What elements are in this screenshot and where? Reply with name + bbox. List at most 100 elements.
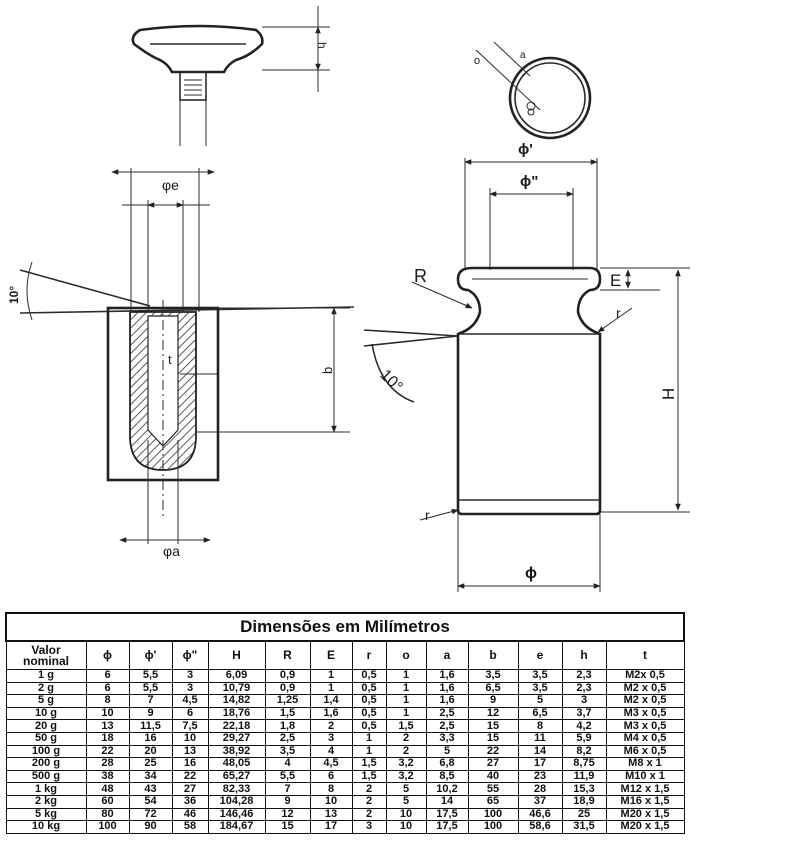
column-header: ϕ bbox=[85, 640, 130, 670]
table-cell: 1 bbox=[385, 681, 427, 696]
table-cell: 1 bbox=[309, 681, 353, 696]
table-cell: M2x 0,5 bbox=[605, 669, 685, 683]
table-cell: 4,5 bbox=[171, 694, 209, 708]
table-cell: 36 bbox=[171, 794, 209, 809]
column-header: ϕ' bbox=[128, 640, 173, 670]
table-cell: 8 bbox=[517, 719, 563, 733]
r-bottom-label: r bbox=[425, 507, 430, 523]
table-cell: 25 bbox=[128, 757, 173, 771]
table-cell: 6 bbox=[85, 681, 130, 696]
table-cell: 500 g bbox=[5, 769, 87, 784]
table-cell: 34 bbox=[128, 769, 173, 784]
table-cell: 5 bbox=[517, 694, 563, 708]
table-cell: 15 bbox=[467, 719, 519, 733]
table-cell: 200 g bbox=[5, 757, 87, 771]
column-header: R bbox=[264, 640, 311, 670]
column-header: ϕ" bbox=[171, 640, 209, 670]
table-cell: 65 bbox=[467, 794, 519, 809]
a-small-label: a bbox=[520, 50, 526, 61]
table-cell: 1 bbox=[351, 731, 387, 746]
table-cell: M6 x 0,5 bbox=[605, 744, 685, 759]
table-cell: M3 x 0,5 bbox=[605, 719, 685, 733]
knob-view: h bbox=[131, 6, 330, 146]
table-cell: 55 bbox=[467, 782, 519, 796]
table-cell: 3,3 bbox=[425, 731, 469, 746]
table-cell: 6,09 bbox=[207, 669, 266, 683]
table-cell: M16 x 1,5 bbox=[605, 794, 685, 809]
table-cell: 8 bbox=[309, 782, 353, 796]
table-cell: 14,82 bbox=[207, 694, 266, 708]
table-cell: 100 bbox=[467, 807, 519, 822]
table-cell: 31,5 bbox=[561, 820, 607, 834]
weight-profile-view: ϕ' ϕ" R E r H 10° r bbox=[363, 141, 690, 592]
table-cell: 60 bbox=[85, 794, 130, 809]
table-cell: 22,18 bbox=[207, 719, 266, 733]
table-cell: 1 bbox=[309, 669, 353, 683]
t-label: t bbox=[168, 352, 172, 367]
column-header: t bbox=[605, 640, 685, 670]
table-cell: 3 bbox=[171, 669, 209, 683]
table-cell: 0,9 bbox=[264, 669, 311, 683]
table-cell: 100 g bbox=[5, 744, 87, 759]
table-cell: 46 bbox=[171, 807, 209, 822]
h-label: h bbox=[315, 42, 329, 49]
table-cell: 1,6 bbox=[425, 694, 469, 708]
table-cell: 1,6 bbox=[425, 669, 469, 683]
table-cell: 5 g bbox=[5, 694, 87, 708]
table-cell: 5,5 bbox=[128, 681, 173, 696]
table-cell: 27 bbox=[467, 757, 519, 771]
table-cell: 0,5 bbox=[351, 719, 387, 733]
column-header: h bbox=[561, 640, 607, 670]
table-cell: 22 bbox=[171, 769, 209, 784]
table-cell: 13 bbox=[171, 744, 209, 759]
table-cell: 2 bbox=[385, 731, 427, 746]
table-cell: 18,76 bbox=[207, 706, 266, 721]
table-cell: 20 g bbox=[5, 719, 87, 733]
table-cell: 65,27 bbox=[207, 769, 266, 784]
column-header: e bbox=[517, 640, 563, 670]
table-cell: 46,6 bbox=[517, 807, 563, 822]
table-cell: M2 x 0,5 bbox=[605, 681, 685, 696]
table-cell: 100 bbox=[467, 820, 519, 834]
table-cell: 22 bbox=[85, 744, 130, 759]
table-cell: 11 bbox=[517, 731, 563, 746]
table-cell: 2 kg bbox=[5, 794, 87, 809]
table-cell: 2,3 bbox=[561, 669, 607, 683]
table-cell: 13 bbox=[309, 807, 353, 822]
table-cell: 17,5 bbox=[425, 807, 469, 822]
table-cell: 2,3 bbox=[561, 681, 607, 696]
table-cell: 8 bbox=[85, 694, 130, 708]
table-cell: 5 bbox=[425, 744, 469, 759]
table-cell: 2 bbox=[351, 782, 387, 796]
table-cell: 2,5 bbox=[425, 706, 469, 721]
table-title: Dimensões em Milímetros bbox=[5, 612, 685, 642]
column-header: H bbox=[207, 640, 266, 670]
table-cell: 2 bbox=[309, 719, 353, 733]
table-cell: 6 bbox=[85, 669, 130, 683]
table-cell: 4,2 bbox=[561, 719, 607, 733]
table-cell: 16 bbox=[128, 731, 173, 746]
H-label: H bbox=[659, 388, 678, 400]
table-cell: 38 bbox=[85, 769, 130, 784]
table-cell: M10 x 1 bbox=[605, 769, 685, 784]
table-cell: 8,2 bbox=[561, 744, 607, 759]
table-cell: 6,8 bbox=[425, 757, 469, 771]
table-cell: 6 bbox=[309, 769, 353, 784]
table-cell: 1 bbox=[385, 669, 427, 683]
table-cell: M3 x 0,5 bbox=[605, 706, 685, 721]
table-cell: 5 kg bbox=[5, 807, 87, 822]
table-cell: 58,6 bbox=[517, 820, 563, 834]
table-cell: 0,5 bbox=[351, 694, 387, 708]
table-cell: 54 bbox=[128, 794, 173, 809]
table-cell: 80 bbox=[85, 807, 130, 822]
table-cell: 3 bbox=[351, 820, 387, 834]
table-cell: 22 bbox=[467, 744, 519, 759]
table-cell: 9 bbox=[264, 794, 311, 809]
table-cell: 1,25 bbox=[264, 694, 311, 708]
table-cell: 4 bbox=[309, 744, 353, 759]
